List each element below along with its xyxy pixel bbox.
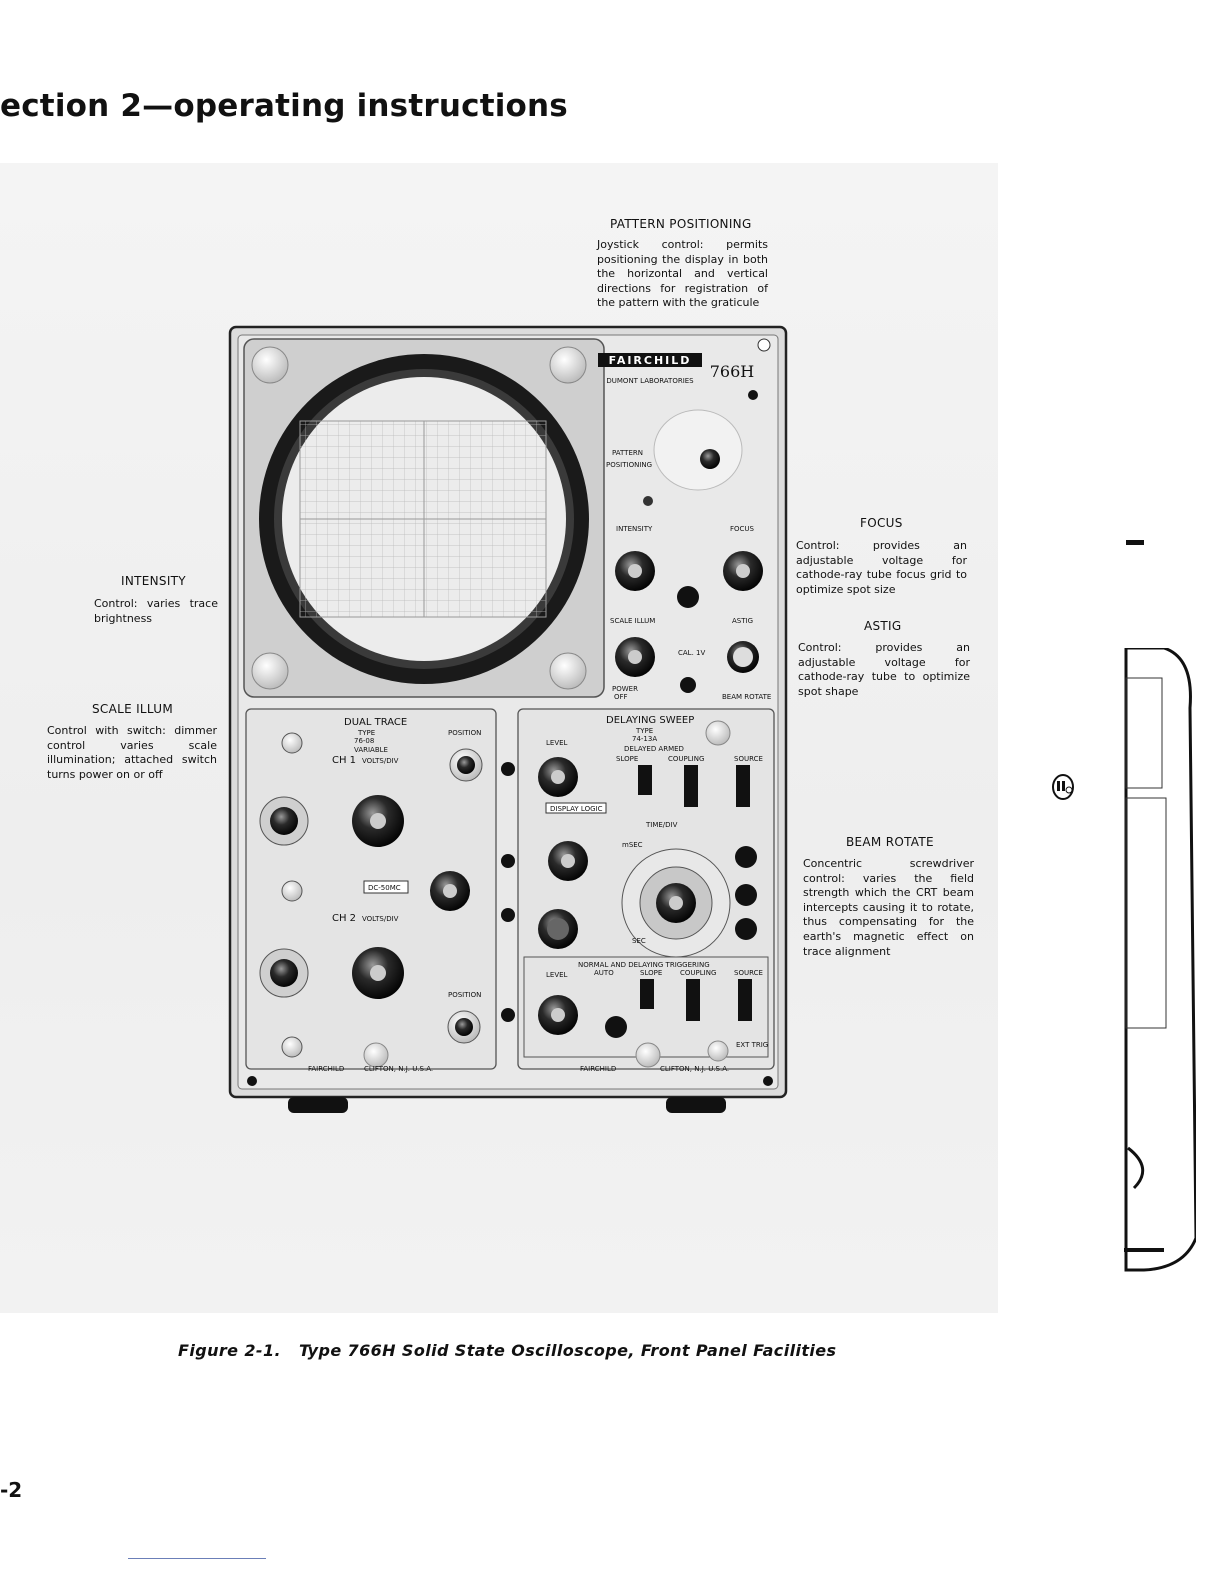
normal-level-label: LEVEL [546, 971, 568, 979]
callout-title-astig: ASTIG [864, 619, 902, 633]
sec-label: SEC [632, 937, 646, 945]
ch2-volts-div-label: VOLTS/DIV [362, 915, 399, 923]
delayed-coupling-label: COUPLING [668, 755, 704, 763]
left-footer-city: CLIFTON, N.J. U.S.A. [364, 1065, 433, 1073]
right-footer-brand: FAIRCHILD [580, 1065, 616, 1073]
figure-caption: Figure 2-1. Type 766H Solid State Oscillo… [178, 1341, 836, 1360]
adjacent-page-photo-edge [1124, 648, 1196, 1272]
callout-body-astig: Control: provides an adjustable voltage … [798, 641, 970, 698]
normal-delaying-triggering-label: NORMAL AND DELAYING TRIGGERING [578, 961, 710, 969]
ext-trig-label: EXT TRIG [736, 1041, 768, 1049]
astig-knob-label: ASTIG [732, 617, 753, 625]
beam-rotate-label: BEAM ROTATE [722, 693, 771, 701]
cal-label: CAL. 1V [678, 649, 705, 657]
callout-title-pattern-positioning: PATTERN POSITIONING [610, 217, 752, 231]
focus-knob-label: FOCUS [730, 525, 755, 533]
ch1-label: CH 1 [332, 755, 356, 766]
ch1-variable-label: VARIABLE [354, 746, 388, 754]
sweep-type-number: 74-13A [632, 735, 657, 743]
left-footer-brand: FAIRCHILD [308, 1065, 344, 1073]
sweep-type-label: TYPE [635, 727, 653, 735]
brand-plate: FAIRCHILD [609, 354, 692, 367]
section-title: ection 2—operating instructions [0, 88, 568, 124]
callout-body-beam-rotate: Concentric screwdriver control: varies t… [803, 857, 974, 958]
brand-sub: DUMONT LABORATORIES [606, 377, 694, 385]
delayed-armed-label: DELAYED ARMED [624, 745, 684, 753]
callout-title-scale-illum: SCALE ILLUM [92, 702, 174, 716]
page-number: -2 [0, 1478, 23, 1502]
model-label: 766H [710, 362, 755, 381]
footer-rule [128, 1558, 266, 1559]
callout-body-focus: Control: provides an adjustable voltage … [796, 539, 967, 596]
delaying-sweep-label: DELAYING SWEEP [606, 715, 694, 726]
margin-mark [1126, 540, 1144, 545]
callout-title-intensity: INTENSITY [121, 574, 186, 588]
callout-title-beam-rotate: BEAM ROTATE [846, 835, 934, 849]
positioning-label: POSITIONING [606, 461, 652, 469]
normal-slope-label: SLOPE [640, 969, 662, 977]
ch2-coupling-label: DC-50MC [368, 884, 401, 892]
delayed-slope-label: SLOPE [616, 755, 638, 763]
delayed-level-label: LEVEL [546, 739, 568, 747]
callout-title-focus: FOCUS [860, 516, 903, 530]
dual-type-number: 76-08 [354, 737, 374, 745]
callout-body-intensity: Control: varies trace brightness [94, 597, 218, 625]
oscilloscope-front-panel-illustration: FAIRCHILD DUMONT LABORATORIES 766H PATTE… [228, 325, 788, 1113]
figure-caption-text: Type 766H Solid State Oscilloscope, Fron… [298, 1341, 837, 1360]
dual-trace-label: DUAL TRACE [344, 717, 407, 728]
off-label: OFF [614, 693, 628, 701]
power-label: POWER [612, 685, 638, 693]
delayed-source-label: SOURCE [734, 755, 763, 763]
normal-source-label: SOURCE [734, 969, 763, 977]
ch2-label: CH 2 [332, 913, 356, 924]
right-footer-city: CLIFTON, N.J. U.S.A. [660, 1065, 729, 1073]
callout-body-scale-illum: Control with switch: dimmer control vari… [47, 724, 217, 781]
ch2-position-label: POSITION [448, 991, 481, 999]
callout-body-pattern-positioning: Joystick control: permits positioning th… [597, 238, 768, 310]
pattern-label: PATTERN [612, 449, 643, 457]
display-logic-label: DISPLAY LOGIC [550, 805, 603, 813]
scale-illum-knob-label: SCALE ILLUM [610, 617, 655, 625]
auto-label: AUTO [594, 969, 614, 977]
stray-knob-figure [1052, 774, 1074, 800]
msec-label: mSEC [622, 841, 643, 849]
time-div-label: TIME/DIV [645, 821, 678, 829]
dual-type-label: TYPE [357, 729, 375, 737]
ch1-position-label: POSITION [448, 729, 481, 737]
ch1-volts-div-label: VOLTS/DIV [362, 757, 399, 765]
figure-number: Figure 2-1. [178, 1341, 281, 1360]
intensity-knob-label: INTENSITY [616, 525, 653, 533]
normal-coupling-label: COUPLING [680, 969, 716, 977]
